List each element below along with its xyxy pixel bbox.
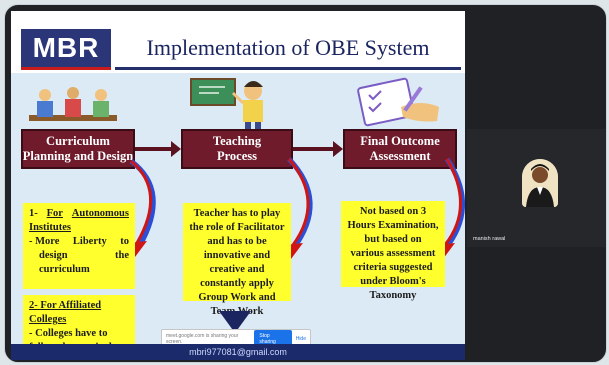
participant-tile[interactable]: manish rawal bbox=[467, 129, 606, 247]
flow-arrow-1 bbox=[135, 147, 175, 151]
logo-underline bbox=[21, 67, 111, 70]
box1-heading-b: Autonomous bbox=[71, 208, 129, 219]
box1-line1b: Liberty bbox=[72, 236, 107, 247]
stage-1-line1: Curriculum bbox=[46, 134, 110, 148]
box1-row2: design the bbox=[29, 249, 129, 263]
stage-3-line2: Assessment bbox=[369, 149, 431, 163]
slide-title: Implementation of OBE System bbox=[146, 35, 430, 60]
stop-sharing-button[interactable]: Stop sharing bbox=[254, 330, 292, 348]
stage-2-line1: Teaching bbox=[212, 134, 262, 148]
assessment-hand-illustration bbox=[357, 77, 439, 127]
meeting-people-illustration bbox=[29, 87, 117, 121]
stage-3-line1: Final Outcome bbox=[360, 134, 440, 148]
flow-arrow-2 bbox=[293, 147, 337, 151]
stage-2-line2: Process bbox=[216, 149, 258, 163]
hide-button[interactable]: Hide bbox=[295, 336, 306, 342]
slide-title-bar: Implementation of OBE System bbox=[115, 29, 461, 70]
box1-heading-a: For bbox=[46, 208, 63, 219]
box1-heading-row: 1- For Autonomous bbox=[29, 207, 129, 221]
screen-share-message: meet.google.com is sharing your screen. bbox=[166, 333, 239, 345]
mbr-logo: MBR bbox=[21, 29, 111, 67]
teacher-illustration bbox=[190, 78, 263, 130]
box1-heading-c: Institutes bbox=[29, 222, 72, 233]
participant-name: manish rawal bbox=[473, 236, 506, 242]
box1-line3: curriculum bbox=[39, 264, 90, 275]
participant-avatar bbox=[522, 159, 558, 207]
box1-row1: - More Liberty to bbox=[29, 235, 129, 249]
box4-text: Not based on 3 Hours Examination, but ba… bbox=[347, 206, 439, 301]
assessment-box: Not based on 3 Hours Examination, but ba… bbox=[341, 201, 445, 301]
flow-arrow-head-1 bbox=[171, 141, 181, 157]
box3-text: Teacher has to play the role of Facilita… bbox=[189, 208, 285, 317]
meeting-window: MBR Implementation of OBE System bbox=[4, 4, 607, 363]
shared-slide: MBR Implementation of OBE System bbox=[11, 11, 465, 360]
box1-line2a: design bbox=[39, 250, 68, 261]
teaching-process-box: Teacher has to play the role of Facilita… bbox=[183, 203, 291, 317]
box2-heading: 2- For Affiliated Colleges bbox=[29, 300, 102, 325]
stage-1-line2: Planning and Design bbox=[22, 149, 134, 163]
box1-line2b: the bbox=[115, 250, 129, 261]
box1-line1c: to bbox=[120, 236, 129, 247]
flow-arrow-head-2 bbox=[333, 141, 343, 157]
box1-heading-num: 1- bbox=[29, 208, 38, 219]
slide-email-footer: mbri977081@gmail.com bbox=[11, 344, 465, 360]
down-arrow bbox=[219, 311, 251, 333]
autonomous-institutes-box: 1- For Autonomous Institutes - More Libe… bbox=[23, 203, 135, 289]
box1-line1a: - More bbox=[29, 236, 60, 247]
